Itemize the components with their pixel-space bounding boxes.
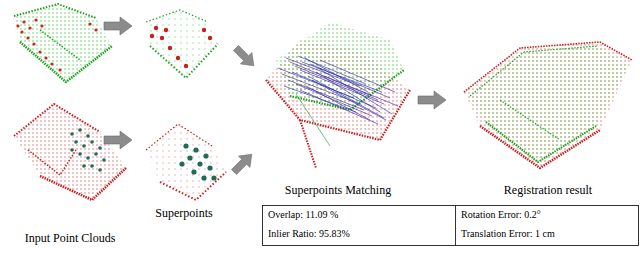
matching-view bbox=[266, 22, 410, 168]
target-cloud bbox=[14, 104, 126, 200]
stage-caption: Superpoints bbox=[155, 207, 212, 221]
source-superpoints bbox=[146, 10, 218, 78]
stage-caption: Input Point Clouds bbox=[25, 232, 116, 246]
table-cell: Translation Error: 1 cm bbox=[461, 228, 555, 240]
table-cell: Inlier Ratio: 95.83% bbox=[268, 228, 350, 240]
stage-caption: Registration result bbox=[504, 184, 592, 198]
metrics-table bbox=[263, 206, 639, 246]
target-superpoints bbox=[146, 124, 226, 200]
flow-arrows bbox=[104, 17, 446, 178]
table-cell: Overlap: 11.09 % bbox=[268, 209, 338, 221]
table-cell: Rotation Error: 0.2° bbox=[461, 209, 541, 221]
registration-view bbox=[464, 42, 632, 168]
source-cloud bbox=[14, 4, 112, 82]
stage-caption: Superpoints Matching bbox=[285, 184, 391, 198]
